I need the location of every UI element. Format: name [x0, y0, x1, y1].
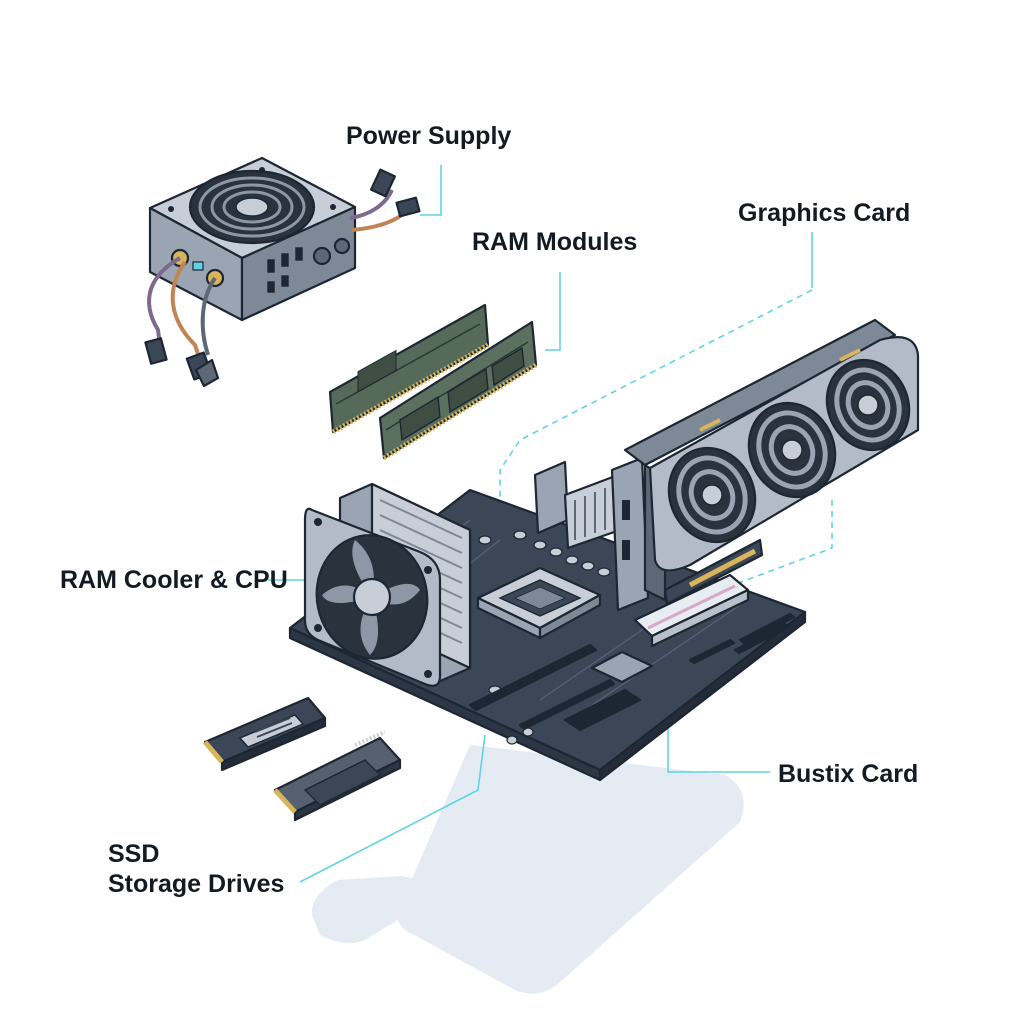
label-bustix-card: Bustix Card	[778, 760, 918, 788]
label-ram-cooler-cpu: RAM Cooler & CPU	[60, 566, 288, 594]
ram-modules-leader	[545, 272, 560, 350]
ssd-drive-2	[275, 732, 400, 820]
label-graphics-card: Graphics Card	[738, 199, 910, 227]
power-supply-leader	[420, 165, 441, 215]
ssd-storage-drives	[205, 698, 400, 820]
graphics-card	[612, 320, 924, 610]
ram-modules	[330, 305, 536, 458]
label-power-supply: Power Supply	[346, 122, 511, 150]
label-ssd: SSD	[108, 840, 159, 868]
label-ram-modules: RAM Modules	[472, 228, 637, 256]
psu-fan-icon	[190, 171, 314, 243]
floor-shadows	[312, 745, 744, 994]
power-supply	[145, 158, 419, 386]
label-storage-drives: Storage Drives	[108, 870, 284, 898]
ssd-drive-1	[205, 698, 325, 770]
